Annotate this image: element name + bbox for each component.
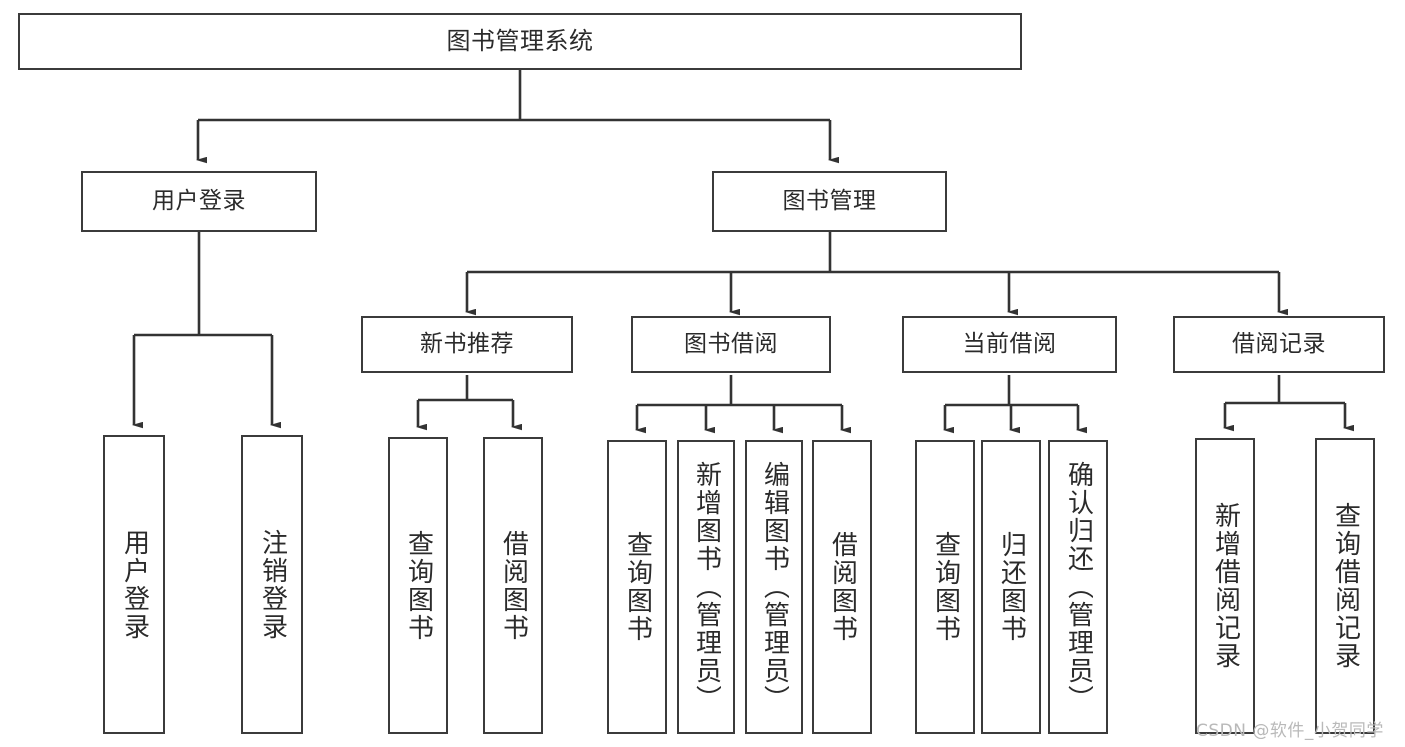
node-book-borrow[interactable]: 图书借阅 bbox=[631, 316, 831, 373]
node-leaf-query-record-label: 查询借阅记录 bbox=[1330, 502, 1360, 670]
node-user-login-label: 用户登录 bbox=[152, 188, 246, 215]
node-root[interactable]: 图书管理系统 bbox=[18, 13, 1022, 70]
node-leaf-borrow-book-2-label: 借阅图书 bbox=[827, 531, 857, 643]
node-new-book-recommend[interactable]: 新书推荐 bbox=[361, 316, 573, 373]
node-leaf-borrow-book-1[interactable]: 借阅图书 bbox=[483, 437, 543, 734]
node-book-borrow-label: 图书借阅 bbox=[684, 331, 778, 358]
node-leaf-query-book-3[interactable]: 查询图书 bbox=[915, 440, 975, 734]
node-current-borrow[interactable]: 当前借阅 bbox=[902, 316, 1117, 373]
node-leaf-query-book-1-label: 查询图书 bbox=[403, 529, 433, 642]
node-leaf-edit-book[interactable]: 编辑图书（管理员） bbox=[745, 440, 803, 734]
node-leaf-borrow-book-1-label: 借阅图书 bbox=[498, 529, 528, 642]
node-leaf-logout-login[interactable]: 注销登录 bbox=[241, 435, 303, 734]
node-leaf-confirm-return[interactable]: 确认归还（管理员） bbox=[1048, 440, 1108, 734]
node-leaf-return-book[interactable]: 归还图书 bbox=[981, 440, 1041, 734]
node-root-label: 图书管理系统 bbox=[446, 26, 594, 55]
node-leaf-query-book-2-label: 查询图书 bbox=[622, 531, 652, 643]
node-book-manage[interactable]: 图书管理 bbox=[712, 171, 947, 232]
node-leaf-query-book-1[interactable]: 查询图书 bbox=[388, 437, 448, 734]
node-leaf-add-book[interactable]: 新增图书（管理员） bbox=[677, 440, 735, 734]
node-leaf-add-record[interactable]: 新增借阅记录 bbox=[1195, 438, 1255, 734]
node-leaf-edit-book-label: 编辑图书（管理员） bbox=[759, 461, 789, 713]
node-leaf-query-book-2[interactable]: 查询图书 bbox=[607, 440, 667, 734]
watermark: CSDN @软件_小贺同学 bbox=[1196, 721, 1384, 741]
node-user-login[interactable]: 用户登录 bbox=[81, 171, 317, 232]
node-leaf-user-login-label: 用户登录 bbox=[119, 528, 149, 641]
node-leaf-query-record[interactable]: 查询借阅记录 bbox=[1315, 438, 1375, 734]
node-leaf-add-book-label: 新增图书（管理员） bbox=[691, 461, 721, 713]
node-book-manage-label: 图书管理 bbox=[782, 188, 877, 215]
node-leaf-return-book-label: 归还图书 bbox=[996, 531, 1026, 643]
node-new-book-recommend-label: 新书推荐 bbox=[420, 331, 514, 358]
node-borrow-record[interactable]: 借阅记录 bbox=[1173, 316, 1385, 373]
node-borrow-record-label: 借阅记录 bbox=[1232, 331, 1326, 358]
node-leaf-logout-login-label: 注销登录 bbox=[257, 528, 287, 641]
node-leaf-borrow-book-2[interactable]: 借阅图书 bbox=[812, 440, 872, 734]
node-leaf-user-login[interactable]: 用户登录 bbox=[103, 435, 165, 734]
node-current-borrow-label: 当前借阅 bbox=[962, 331, 1057, 358]
node-leaf-add-record-label: 新增借阅记录 bbox=[1210, 502, 1240, 670]
node-leaf-query-book-3-label: 查询图书 bbox=[930, 531, 960, 643]
node-leaf-confirm-return-label: 确认归还（管理员） bbox=[1063, 461, 1093, 713]
